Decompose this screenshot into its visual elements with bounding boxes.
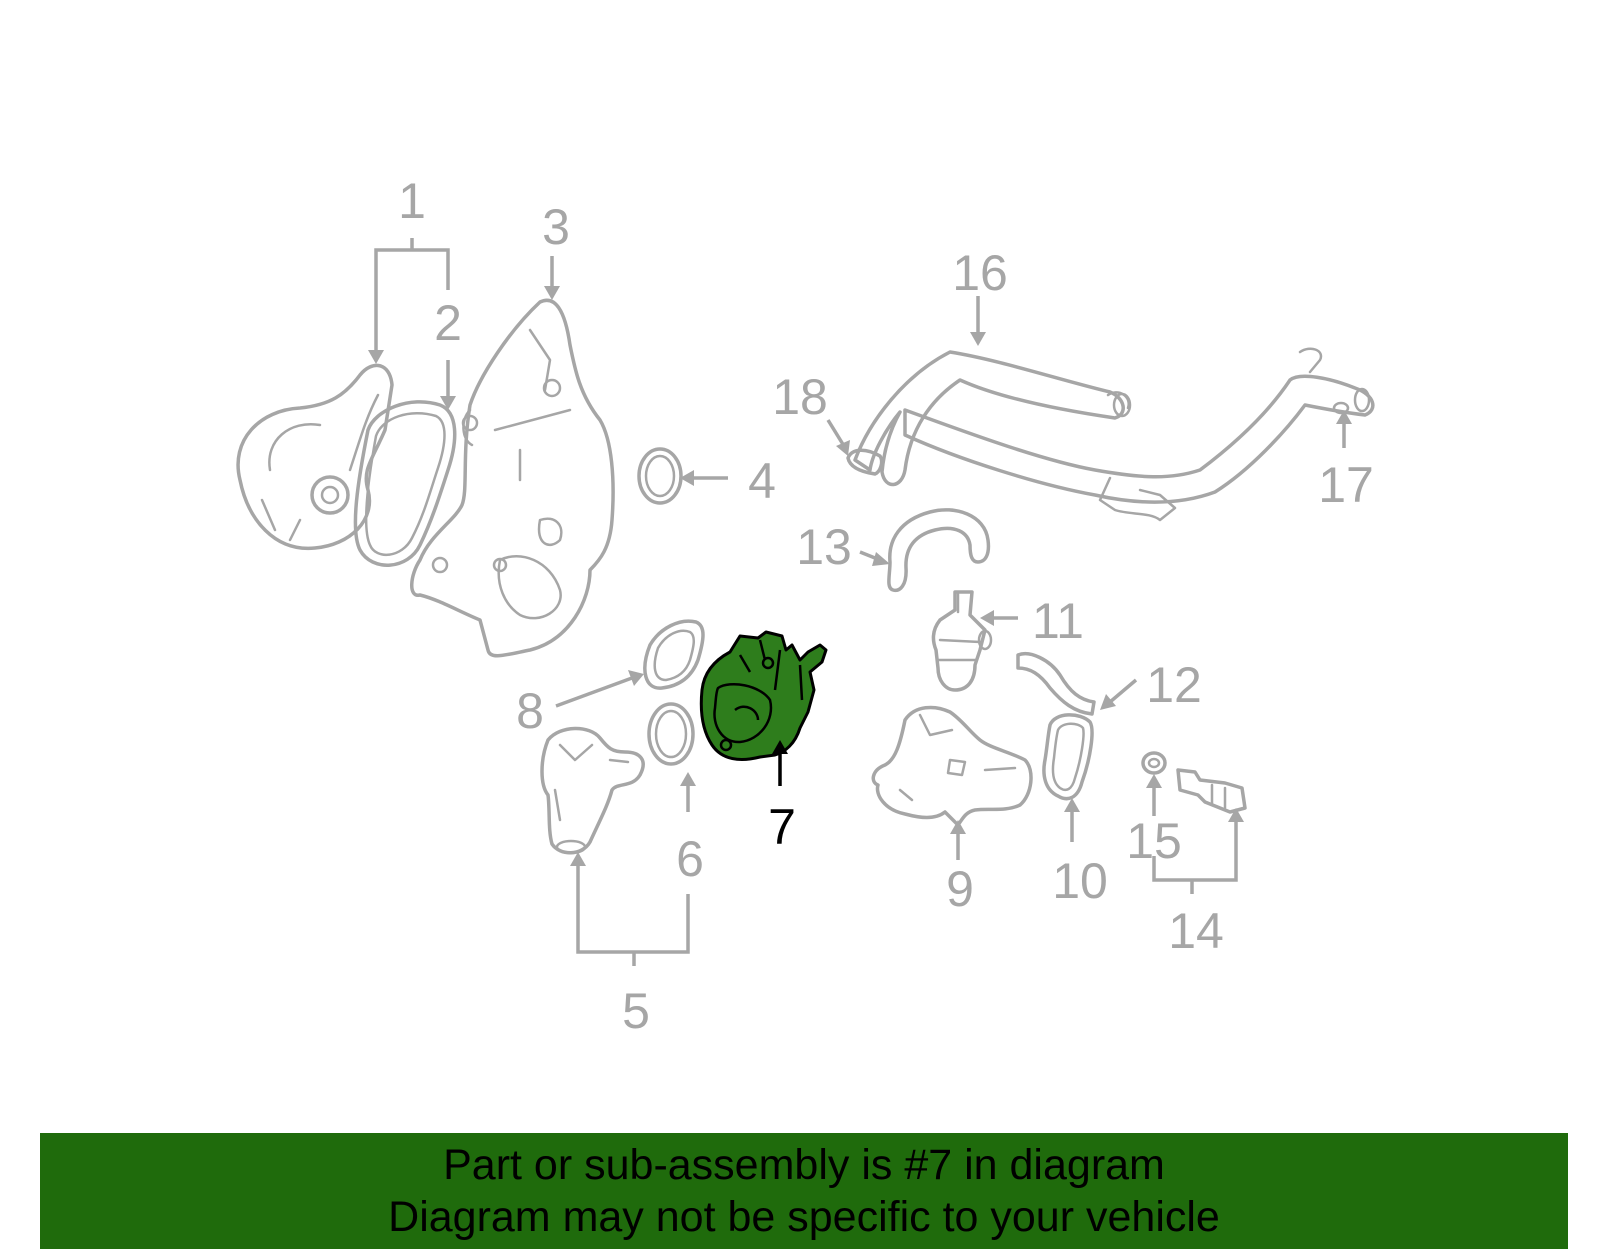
callout-9: 9 (946, 861, 974, 917)
part-10-gasket[interactable] (1042, 713, 1094, 801)
callout-13: 13 (796, 519, 852, 575)
part-9-outlet-housing[interactable] (871, 705, 1033, 827)
part-1-water-pump[interactable] (236, 363, 394, 551)
callout-1: 1 (398, 173, 426, 229)
part-5-thermostat-housing[interactable] (540, 726, 645, 855)
callout-2: 2 (434, 295, 462, 351)
callout-15: 15 (1126, 813, 1182, 869)
callout-7: 7 (768, 799, 796, 855)
info-banner: Part or sub-assembly is #7 in diagram Di… (40, 1133, 1568, 1249)
part-4-o-ring[interactable] (637, 447, 683, 505)
callout-10: 10 (1052, 853, 1108, 909)
callout-16: 16 (952, 245, 1008, 301)
part-6-o-ring[interactable] (647, 702, 695, 766)
part-11-fitting[interactable] (931, 590, 993, 692)
part-2-gasket[interactable] (353, 400, 457, 567)
callout-17: 17 (1318, 457, 1374, 513)
part-18-o-ring[interactable] (846, 448, 884, 476)
part-14-sensor[interactable] (1176, 768, 1247, 814)
callout-14: 14 (1168, 903, 1224, 959)
callout-4: 4 (748, 453, 776, 509)
callout-numbers: 1 2 3 4 5 6 7 8 9 10 11 12 13 14 15 16 1… (398, 173, 1374, 1039)
callout-8: 8 (516, 683, 544, 739)
part-15-washer[interactable] (1141, 751, 1167, 775)
leader-lines (368, 238, 1352, 966)
part-8-gasket[interactable] (643, 619, 705, 690)
callout-11: 11 (1032, 593, 1084, 649)
part-12-hose[interactable] (1016, 652, 1096, 716)
callout-12: 12 (1146, 657, 1202, 713)
callout-6: 6 (676, 831, 704, 887)
part-3-housing[interactable] (410, 298, 615, 658)
callout-18: 18 (772, 369, 828, 425)
part-13-hose[interactable] (887, 508, 991, 593)
callout-3: 3 (542, 199, 570, 255)
part-7-thermostat-cover[interactable] (699, 630, 828, 761)
part-17-o-ring[interactable] (1332, 401, 1350, 415)
part-16-water-pipe[interactable] (853, 347, 1375, 522)
banner-line-disclaimer: Diagram may not be specific to your vehi… (388, 1193, 1220, 1241)
banner-line-part-number: Part or sub-assembly is #7 in diagram (443, 1141, 1165, 1189)
callout-5: 5 (622, 983, 650, 1039)
